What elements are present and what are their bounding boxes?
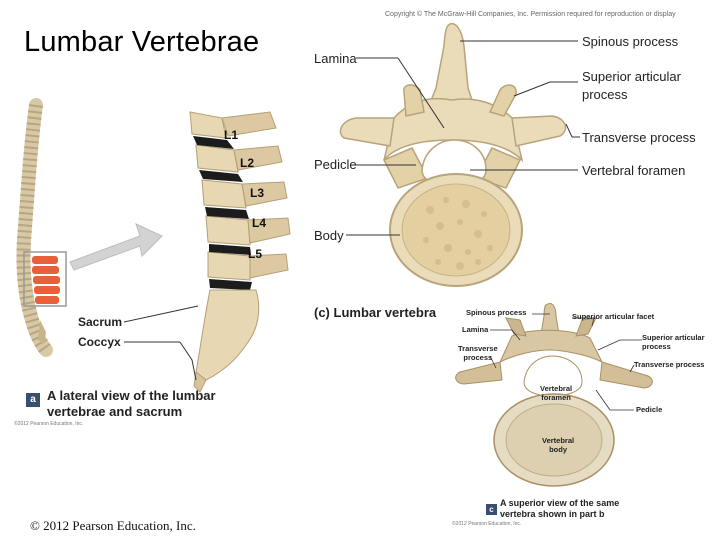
panel-a-badge: a: [26, 393, 40, 407]
vertebra-photo: [440, 300, 700, 492]
page-title: Lumbar Vertebrae: [24, 26, 260, 58]
vertebra-label-l5: L5: [248, 247, 263, 261]
photo-label-spinous-process: Spinous process: [466, 308, 527, 317]
label-spinous-process: Spinous process: [582, 34, 679, 49]
label-superior-articular-line1: Superior articular: [582, 69, 681, 84]
panel-c-caption: (c) Lumbar vertebra: [314, 305, 436, 320]
copyright-notice: Copyright © The McGraw-Hill Companies, I…: [385, 11, 676, 18]
lumbar-vertebra-drawing: [339, 22, 567, 287]
label-superior-articular-process: Superior articular process: [582, 68, 681, 104]
lumbar-highlight: [32, 256, 60, 304]
panel-c-caption-text: Lumbar vertebra: [333, 305, 437, 320]
label-superior-articular-line2: process: [582, 87, 628, 102]
photo-label-sap-line2: process: [642, 342, 671, 351]
photo-label-superior-articular-facet: Superior articular facet: [572, 312, 655, 321]
photo-small-copyright: ©2012 Pearson Education, Inc.: [452, 521, 522, 527]
photo-label-vf-line1: Vertebral: [540, 384, 573, 393]
vertebra-label-l3: L3: [250, 186, 265, 200]
sacrum-bone: [195, 289, 260, 381]
footer-copyright: © 2012 Pearson Education, Inc.: [30, 518, 196, 533]
label-pedicle: Pedicle: [314, 157, 357, 172]
photo-label-tp-left-line1: Transverse: [458, 344, 498, 353]
photo-label-vertebral-foramen: Vertebral foramen: [540, 384, 572, 402]
photo-label-vb-line2: body: [549, 445, 568, 454]
panel-a-small-copyright: ©2012 Pearson Education, Inc.: [14, 421, 84, 427]
spine-thumbnail: [16, 98, 67, 357]
panel-c-leaders: [346, 40, 580, 236]
photo-caption-line1: A superior view of the same: [500, 498, 620, 508]
label-lamina: Lamina: [314, 51, 357, 66]
label-transverse-process: Transverse process: [582, 130, 696, 145]
coccyx-bone: [193, 371, 207, 393]
photo-label-pedicle: Pedicle: [636, 405, 663, 414]
vertebra-label-l2: L2: [240, 156, 255, 170]
photo-label-sap-line1: Superior articular: [642, 333, 705, 342]
lumbar-highlight-box: [23, 251, 67, 307]
panel-a-caption: a: [26, 389, 40, 407]
photo-caption: c: [486, 499, 497, 517]
panel-a-caption-line2: vertebrae and sacrum: [47, 404, 183, 419]
label-body: Body: [314, 228, 344, 243]
photo-label-transverse-process-right: Transverse process: [634, 360, 705, 369]
photo-label-superior-articular-process: Superior articular process: [642, 333, 705, 351]
photo-leaders: [489, 313, 642, 411]
photo-label-transverse-process-left: Transverse process: [458, 344, 498, 362]
photo-caption-line2: vertebra shown in part b: [500, 509, 605, 519]
vertebra-label-l1: L1: [224, 128, 239, 142]
sacrum-label: Sacrum: [78, 315, 123, 329]
photo-label-lamina: Lamina: [462, 325, 489, 334]
photo-label-vf-line2: foramen: [541, 393, 571, 402]
vertebra-label-l4: L4: [252, 216, 267, 230]
zoom-arrow: [69, 223, 163, 271]
photo-label-tp-left-line2: process: [463, 353, 493, 362]
label-vertebral-foramen: Vertebral foramen: [582, 163, 686, 178]
panel-c-caption-letter: (c): [314, 305, 330, 320]
panel-a-caption-line1: A lateral view of the lumbar: [47, 388, 216, 403]
panel-a-caption-text: A lateral view of the lumbar vertebrae a…: [47, 388, 216, 420]
coccyx-label: Coccyx: [78, 335, 121, 349]
photo-label-vertebral-body: Vertebral body: [542, 436, 574, 454]
photo-caption-text: A superior view of the same vertebra sho…: [500, 498, 619, 520]
panel-a-leaders: [123, 305, 199, 381]
photo-badge: c: [486, 504, 497, 515]
photo-label-vb-line1: Vertebral: [542, 436, 575, 445]
lateral-lumbar-spine: [189, 111, 291, 393]
